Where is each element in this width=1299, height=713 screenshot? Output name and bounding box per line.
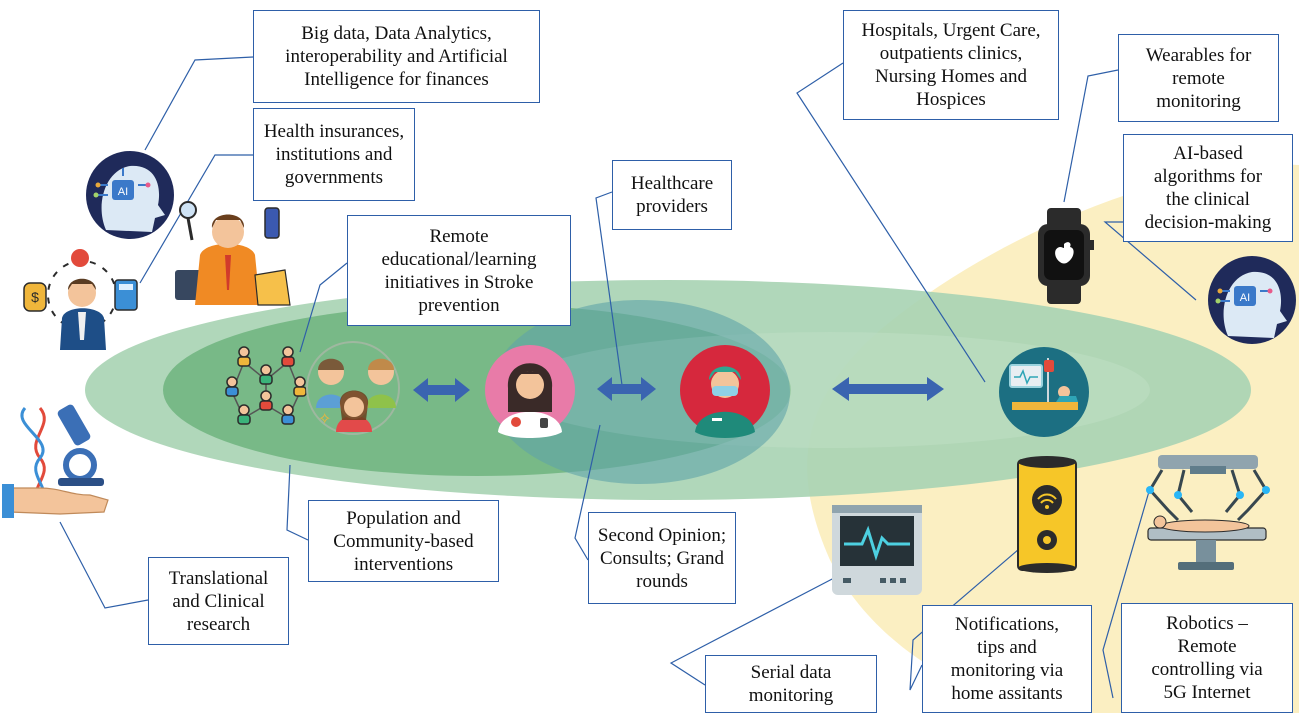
label-healthcare-providers: Healthcare providers [612,160,732,230]
connector-remote-education [299,262,348,353]
connector-robotics [1102,487,1151,699]
label-notifications-home-assistants: Notifications, tips and monitoring via h… [922,605,1092,713]
female-doctor-icon [485,345,575,438]
research-hand-icon [2,404,109,518]
insurance-official-icon [175,201,291,306]
double-arrow-icon [832,377,944,401]
connector-wearables [1063,69,1119,203]
label-robotics-5g: Robotics – Remote controlling via 5G Int… [1121,603,1293,713]
connector-translational [59,521,149,609]
connector-ai-algorithms [1103,221,1197,301]
ai-brain-icon: AI [86,151,174,239]
connector-healthcare-providers [595,191,623,386]
hospital-bed-icon [999,347,1089,437]
svg-text:AI: AI [1240,292,1250,304]
label-second-opinion: Second Opinion; Consults; Grand rounds [588,512,736,604]
ecg-monitor-icon [832,505,922,595]
home-assistant-icon [1017,456,1077,573]
connector-notifications [909,536,1034,691]
connector-second-opinion [574,424,601,561]
smartwatch-icon [1038,208,1094,304]
label-remote-education: Remote educational/learning initiatives … [347,215,571,326]
label-hospitals: Hospitals, Urgent Care, outpatients clin… [843,10,1059,120]
double-arrow-icon [597,377,656,401]
people-group-icon: ✧ [306,341,400,435]
surgical-robot-icon [1146,455,1270,570]
connector-big-data [144,56,254,151]
svg-text:$: $ [31,289,39,305]
surgeon-icon [680,345,770,438]
label-wearables: Wearables for remote monitoring [1118,34,1279,122]
label-health-insurances: Health insurances, institutions and gove… [253,108,415,201]
label-population-interventions: Population and Community-based intervent… [308,500,499,582]
connector-serial-data [669,576,837,686]
label-translational-research: Translational and Clinical research [148,557,289,645]
connector-population [286,464,309,541]
label-big-data-finances: Big data, Data Analytics, interoperabili… [253,10,540,103]
label-ai-algorithms: AI-based algorithms for the clinical dec… [1123,134,1293,242]
connector-hospitals [796,62,986,383]
community-network-icon [225,346,307,425]
connector-insurances [139,154,253,284]
label-serial-data-monitoring: Serial data monitoring [705,655,877,713]
double-arrow-icon [413,378,470,402]
ai-brain-icon: AI [1208,256,1296,344]
finance-analyst-icon: $ [23,249,138,350]
svg-text:AI: AI [118,186,128,198]
svg-text:✧: ✧ [318,409,331,428]
